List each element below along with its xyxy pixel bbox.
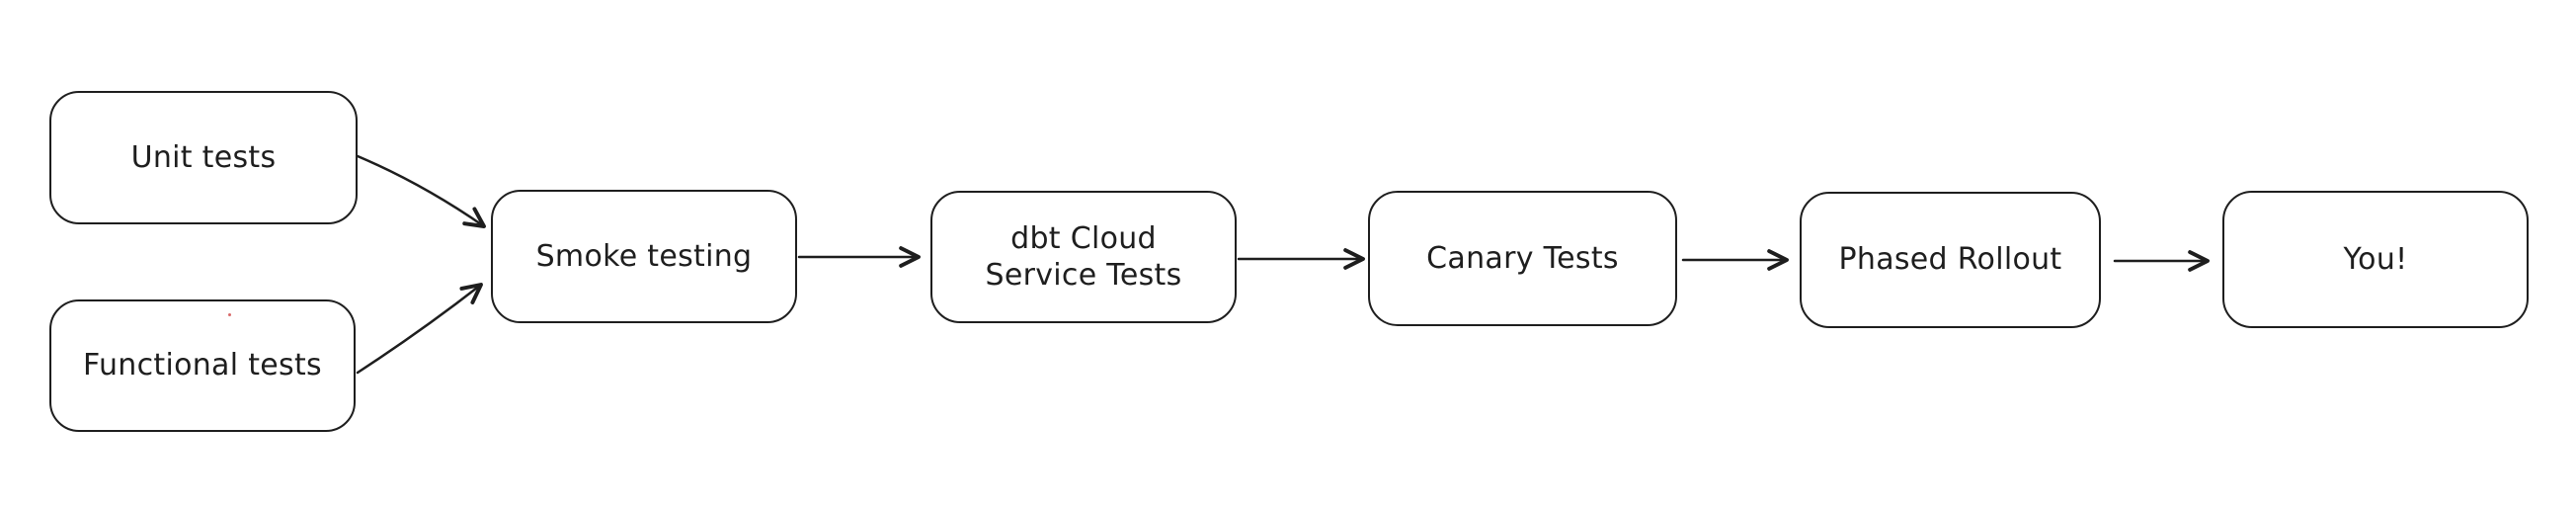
node-smoke-testing-label: Smoke testing — [535, 238, 753, 274]
node-dbt-cloud-service-tests-label: dbt Cloud Service Tests — [985, 220, 1182, 294]
node-canary-tests: Canary Tests — [1368, 191, 1677, 326]
node-smoke-testing: Smoke testing — [491, 190, 797, 323]
node-canary-tests-label: Canary Tests — [1426, 240, 1619, 276]
node-dbt-cloud-service-tests: dbt Cloud Service Tests — [930, 191, 1237, 323]
arrow-functional-tests-to-smoke-testing — [356, 283, 483, 375]
node-unit-tests-label: Unit tests — [130, 139, 277, 175]
node-you: You! — [2222, 191, 2529, 328]
node-you-label: You! — [2343, 241, 2408, 277]
node-functional-tests-label: Functional tests — [83, 348, 322, 383]
node-functional-tests: Functional tests — [49, 299, 356, 432]
node-phased-rollout-label: Phased Rollout — [1838, 242, 2062, 278]
stray-red-dot — [228, 313, 231, 316]
node-unit-tests: Unit tests — [49, 91, 358, 224]
node-phased-rollout: Phased Rollout — [1800, 192, 2101, 328]
arrow-unit-tests-to-smoke-testing — [356, 154, 486, 228]
